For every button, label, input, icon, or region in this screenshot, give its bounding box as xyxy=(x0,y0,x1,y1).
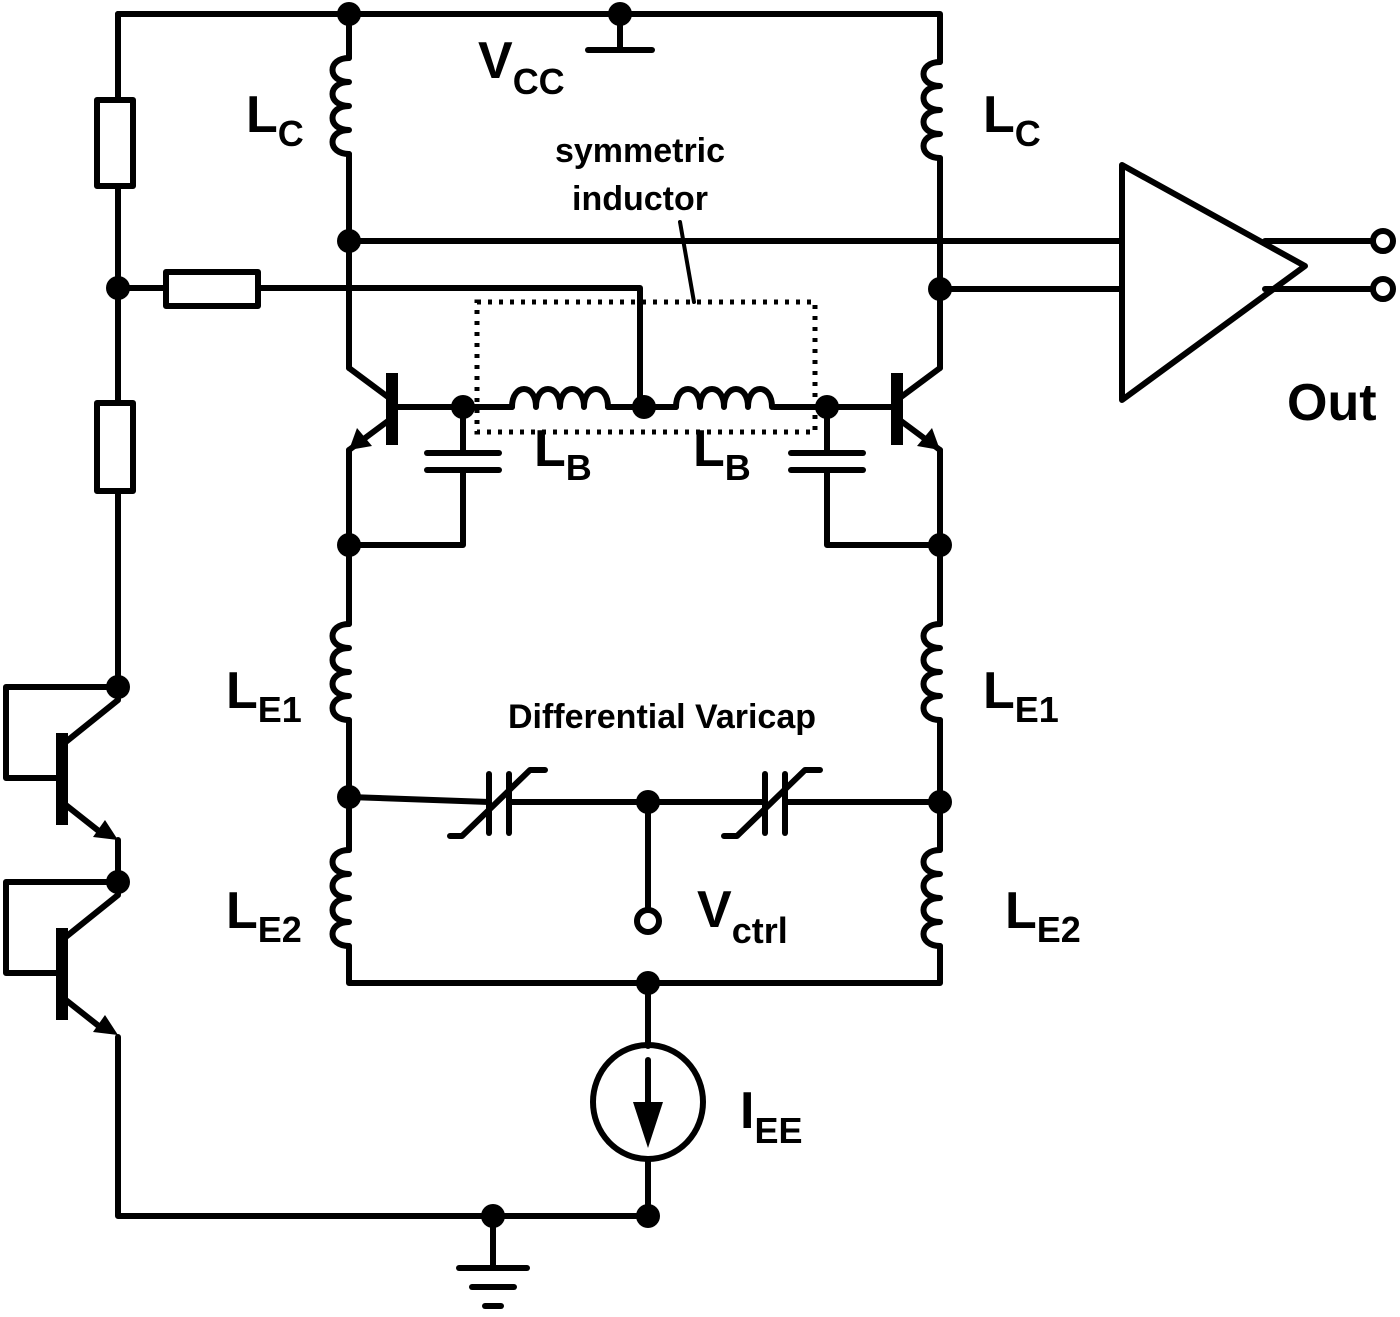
output-terminal-top xyxy=(1370,228,1396,254)
inductor-le1-left xyxy=(329,621,352,853)
buffer-amplifier xyxy=(1119,162,1396,403)
label-le2-right: LE2 xyxy=(1005,882,1081,950)
junction-dots xyxy=(106,2,952,1228)
inductor-le1-right xyxy=(920,621,943,853)
inductor-lc-left xyxy=(329,11,352,371)
symmetric-inductor-pointer xyxy=(678,220,696,304)
resistor-base-bias xyxy=(163,269,261,309)
capacitor-left xyxy=(346,404,502,548)
label-lb-right: LB xyxy=(693,420,751,488)
transistor-right xyxy=(771,365,943,453)
label-le1-right: LE1 xyxy=(983,662,1059,730)
label-out: Out xyxy=(1287,374,1377,432)
resistor-bottom xyxy=(94,400,136,494)
label-vcc: VCC xyxy=(478,32,565,102)
label-le1-left: LE1 xyxy=(226,662,302,730)
output-terminal-bottom xyxy=(1370,276,1396,302)
label-le2-left: LE2 xyxy=(226,882,302,950)
label-lc-right: LC xyxy=(983,86,1041,154)
label-lb-left: LB xyxy=(534,420,592,488)
bias-transistor-2 xyxy=(3,879,121,1035)
label-vctrl: Vctrl xyxy=(697,881,788,951)
varicap-left xyxy=(346,767,651,839)
inductor-le2-right xyxy=(920,847,943,949)
bias-transistor-1 xyxy=(3,684,121,885)
inductor-lb-right xyxy=(673,386,775,410)
label-symmetric-inductor-line1: symmetric xyxy=(555,132,725,170)
label-differential-varicap: Differential Varicap xyxy=(508,698,816,736)
vctrl-terminal xyxy=(634,907,662,935)
ground-rail xyxy=(115,1034,651,1309)
transistor-left xyxy=(346,365,515,453)
label-lc-left: LC xyxy=(246,86,304,154)
inductor-lc-right xyxy=(920,59,943,371)
label-iee: IEE xyxy=(740,1082,802,1151)
current-source-iee xyxy=(590,980,706,1219)
resistor-top xyxy=(94,97,136,189)
varicap-right xyxy=(645,767,943,839)
bias-resistor-string xyxy=(94,97,643,690)
symmetric-inductor-outline xyxy=(474,299,818,435)
label-symmetric-inductor-line2: inductor xyxy=(572,180,708,218)
